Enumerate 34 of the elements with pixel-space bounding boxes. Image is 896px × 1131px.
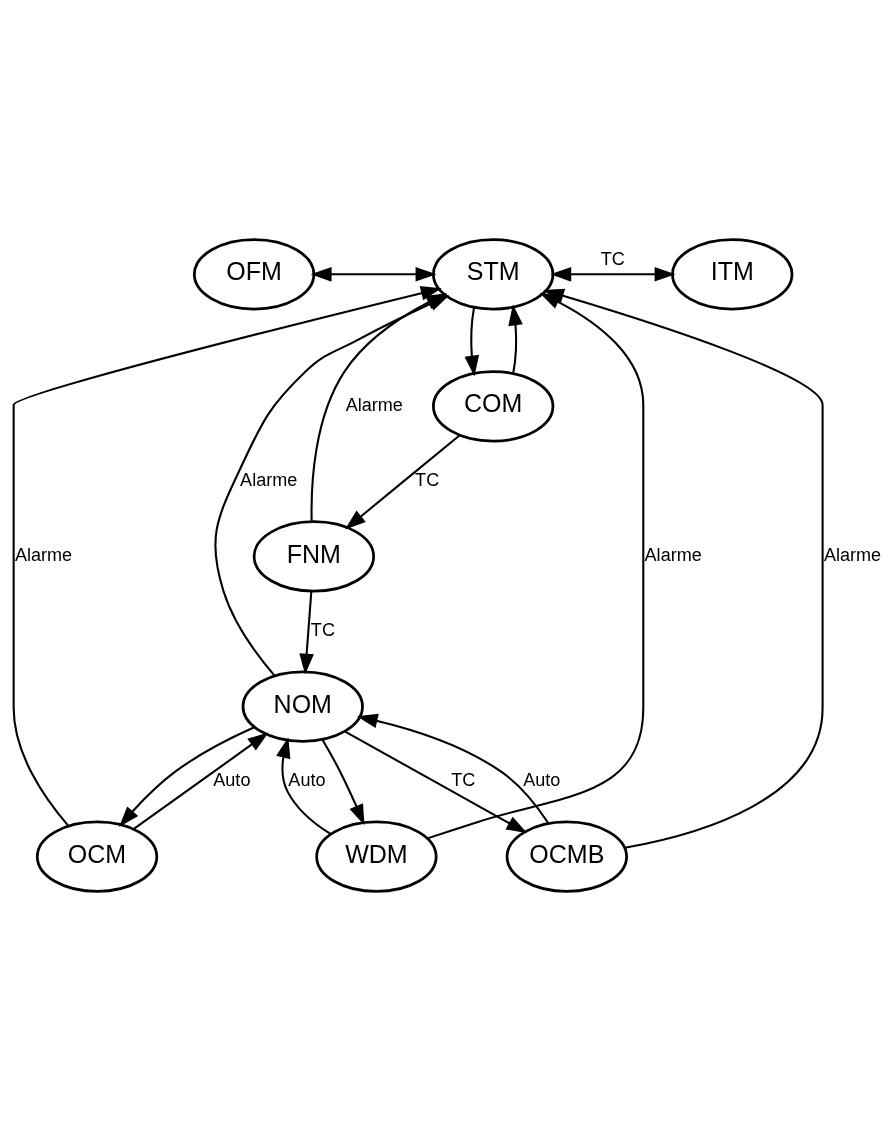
node-ellipse: OCMB [505,820,628,893]
arrow [345,434,461,530]
arrow [133,732,269,830]
arrow [344,730,528,834]
edge-label: Alarme [644,545,702,566]
arrow [508,304,523,374]
edge-label: Auto [523,770,561,791]
edge-label: Auto [213,770,251,791]
edge-label: Alarme [345,395,403,416]
node-ellipse: COM [432,370,555,443]
node-ellipse: FNM [252,520,376,593]
arrow [321,739,365,826]
node-ellipse: NOM [241,670,364,743]
edge-label: TC [451,770,476,791]
edge-label: Alarme [823,545,882,566]
node-ellipse: STM [432,238,555,311]
arrow [276,737,332,835]
arrow [550,267,676,282]
node-ellipse: OFM [192,238,316,311]
node-ellipse: ITM [671,238,794,311]
edge-label: TC [415,470,440,491]
arrow [356,713,550,824]
edge-label: Alarme [14,545,73,566]
arrow [310,267,437,282]
arrow [299,591,314,675]
edge-label: TC [310,620,335,641]
edge-label: Auto [288,770,326,791]
node-ellipse: OCM [35,820,159,893]
arrow [464,307,480,377]
node-ellipse: WDM [315,820,438,893]
edge-label: Alarme [240,470,298,491]
arrow [119,726,255,827]
arrow [12,286,442,827]
edge-label: TC [600,249,625,270]
